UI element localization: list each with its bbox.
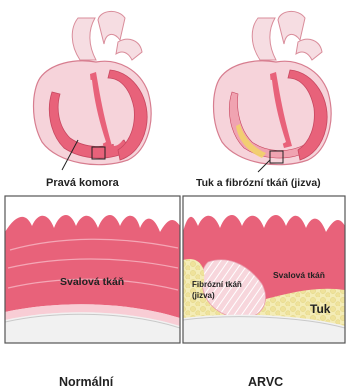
- muscle-label-arvc: Svalová tkáň: [273, 270, 325, 280]
- normal-tissue-panel: [5, 196, 180, 343]
- right-ventricle-label: Pravá komora: [46, 177, 120, 189]
- caption-arvc: ARVC: [248, 375, 283, 389]
- fibrous-label-line1: Fibrózní tkáň: [192, 280, 242, 289]
- arvc-heart-illustration: [214, 11, 332, 172]
- fibrous-label-line2: (jizva): [192, 291, 215, 300]
- muscle-label-normal: Svalová tkáň: [60, 276, 124, 288]
- fat-label: Tuk: [310, 302, 331, 316]
- normal-heart-illustration: [34, 11, 152, 170]
- fat-fibrous-label: Tuk a fibrózní tkáň (jizva): [196, 177, 321, 189]
- caption-normal: Normální: [59, 375, 114, 389]
